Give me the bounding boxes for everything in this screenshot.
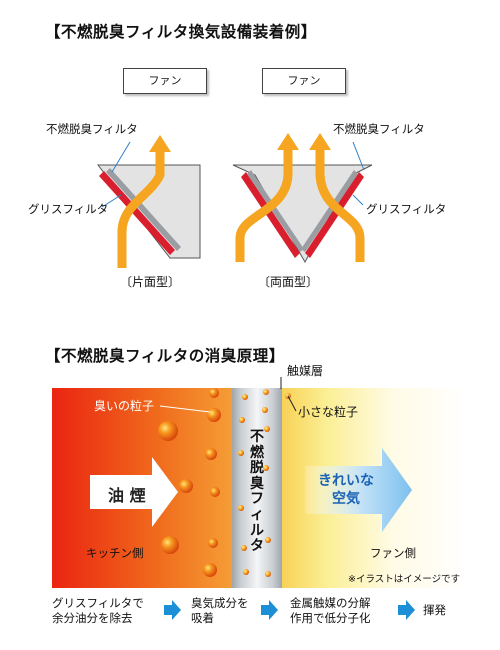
step-4: 揮発: [423, 603, 446, 617]
oil-smoke-label: 油 煙: [108, 486, 146, 505]
fan-box-double: ファン: [262, 68, 346, 94]
illustration-note: ※イラストはイメージです: [348, 574, 461, 585]
step-1: グリスフィルタで 余分油分を除去: [52, 596, 144, 625]
leader-line: [287, 395, 297, 412]
small-particles: [238, 389, 291, 577]
double-grease-filter-label: グリスフィルタ: [366, 202, 447, 216]
fan-box-single: ファン: [123, 68, 207, 94]
oil-smoke-arrow: [90, 457, 178, 527]
single-deodorizing-filter: [99, 171, 175, 255]
filter-vertical-label: 不燃脱臭フィルタ: [250, 429, 264, 555]
step-arrow: [261, 600, 278, 620]
single-airflow-arrow: [117, 150, 165, 268]
odor-particles-label: 臭いの粒子: [94, 399, 155, 413]
leader-line: [111, 141, 131, 173]
step-3: 金属触媒の分解 作用で低分子化: [290, 596, 371, 625]
small-particles-label: 小さな粒子: [298, 405, 359, 419]
single-deodorizing-filter-label: 不燃脱臭フィルタ: [46, 122, 138, 136]
single-grease-filter-label: グリスフィルタ: [28, 202, 109, 216]
catalyst-layer-label: 触媒層: [287, 364, 324, 378]
double-sided-caption: 〔両面型〕: [258, 275, 319, 289]
single-sided-caption: 〔片面型〕: [120, 275, 181, 289]
double-deodorizing-filter-right: [305, 172, 364, 258]
installation-example-heading: 【不燃脱臭フィルタ換気設備装着例】: [45, 23, 317, 41]
principle-heading: 【不燃脱臭フィルタの消臭原理】: [45, 347, 285, 365]
single-sided-hood: [96, 135, 201, 268]
double-deodorizing-filter-left: [241, 172, 300, 258]
double-airflow-arrow-right: [315, 148, 365, 262]
leader-line: [352, 141, 365, 171]
leader-line: [352, 194, 364, 206]
leader-line: [159, 405, 211, 413]
single-grease-filter: [106, 168, 181, 251]
odor-particles: [158, 388, 221, 577]
double-deodorizing-filter-label: 不燃脱臭フィルタ: [333, 122, 425, 136]
double-sided-hood: [232, 133, 373, 264]
clean-air-arrow: [305, 448, 412, 532]
leader-line: [101, 194, 122, 208]
clean-air-label: きれいな 空気: [318, 473, 374, 507]
step-arrow: [398, 600, 415, 620]
step-2: 臭気成分を 吸着: [191, 596, 249, 625]
step-arrow: [164, 600, 181, 620]
double-airflow-arrow-left: [235, 148, 293, 262]
fan-side-label: ファン側: [370, 546, 416, 560]
kitchen-side-label: キッチン側: [86, 546, 144, 560]
hood-illustrations: [96, 133, 373, 268]
